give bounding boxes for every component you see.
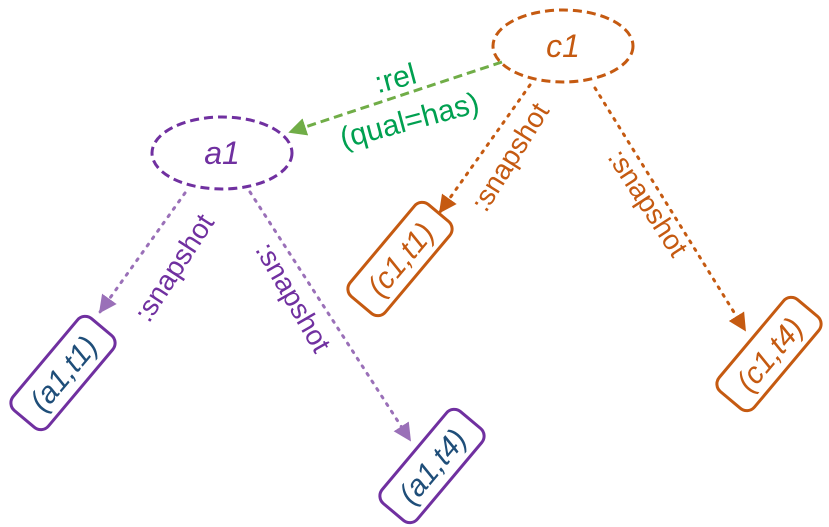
c1-snapshot-t4-edge [593, 86, 747, 332]
a1-snapshot-t4-label: :snapshot [249, 237, 337, 358]
a1-snapshot-t4-edge [248, 190, 412, 442]
node-c1 [491, 8, 635, 84]
snapshot-a1-t1: (a1,t1) [9, 314, 117, 432]
a1-snapshot-t1-edge [98, 191, 187, 314]
rel-edge [288, 60, 503, 136]
snapshot-a1-t4: (a1,t4) [378, 407, 486, 525]
node-c1-label: c1 [546, 28, 580, 64]
node-a1-label: a1 [204, 135, 240, 171]
snapshot-c1-t4: (c1,t4) [715, 295, 823, 413]
snapshot-c1-t1: (c1,t1) [346, 200, 454, 318]
rel-label: :rel [371, 57, 420, 100]
c1-snapshot-t4-label: :snapshot [602, 143, 694, 262]
rel-qual-label: (qual=has) [336, 86, 482, 155]
a1-snapshot-t1-label: :snapshot [128, 208, 220, 327]
node-a1 [150, 115, 294, 191]
c1-snapshot-t1-edge [438, 83, 532, 214]
